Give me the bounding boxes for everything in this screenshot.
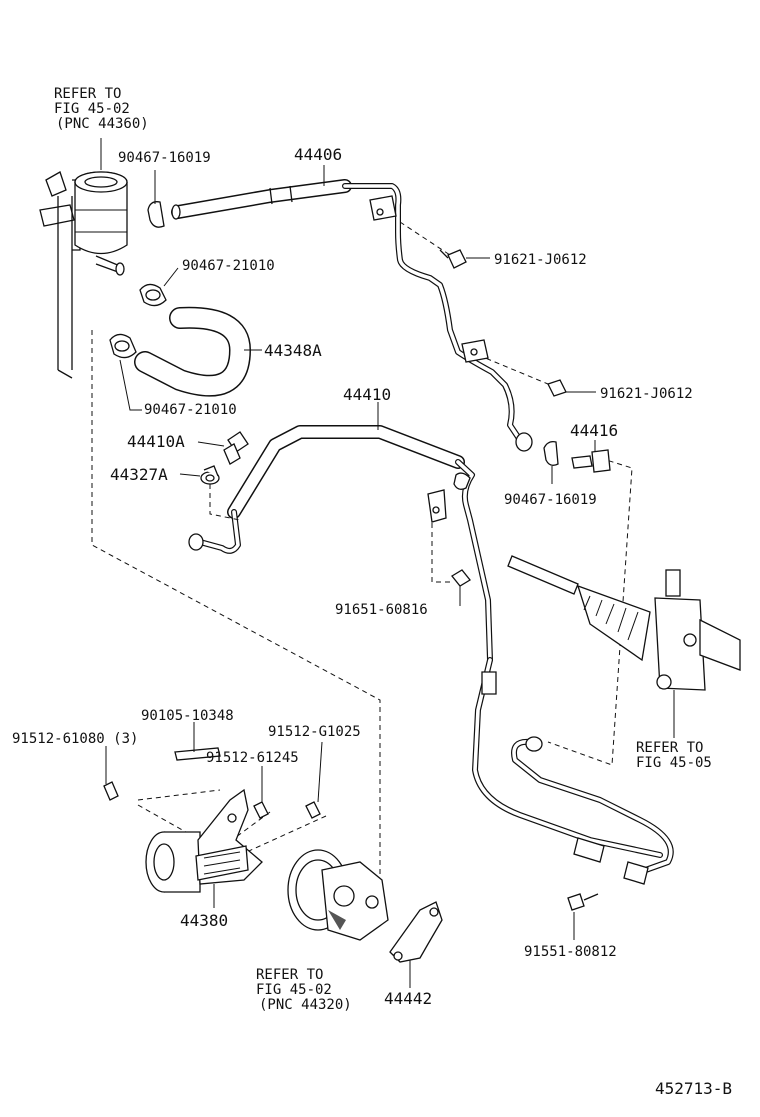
bolt-91621-J0612-upper [439, 249, 490, 269]
label-bolt-91551-80812: 91551-80812 [524, 944, 617, 960]
clamp-90467-21010-lower [109, 333, 142, 411]
return-pipe [472, 657, 674, 885]
label-hose-44406: 44406 [294, 145, 342, 164]
label-clamp-90467-16019-left: 90467-16019 [118, 150, 211, 166]
reservoir-assembly [39, 138, 128, 379]
label-bracket-44380: 44380 [180, 911, 228, 930]
power-steering-pump [287, 849, 389, 941]
label-bolt-91512-61080: 91512-61080 (3) [12, 731, 138, 747]
bolt-91551-80812 [567, 893, 599, 940]
bolt-91651-60816 [451, 569, 471, 606]
label-gasket-44327A: 44327A [110, 465, 168, 484]
pump-reference: REFER TO FIG 45-02 (PNC 44320) [256, 967, 352, 1013]
bolt-91621-J0612-mid [547, 379, 596, 397]
steering-gear [507, 555, 741, 738]
label-hose-44410: 44410 [343, 385, 391, 404]
union-bolt-44410A [197, 431, 249, 465]
label-bolt-91651-60816: 91651-60816 [335, 602, 428, 618]
bracket-44380 [145, 788, 263, 908]
bracket-44442 [389, 901, 443, 988]
label-bolt-90105-10348: 90105-10348 [141, 708, 234, 724]
label-bolt-91512-G1025: 91512-G1025 [268, 724, 361, 740]
label-clamp-90467-16019-right: 90467-16019 [504, 492, 597, 508]
hose-44406 [171, 165, 533, 452]
bolt-90105-10348 [174, 722, 221, 761]
label-clamp-90467-21010-lower: 90467-21010 [144, 402, 237, 418]
figure-id: 452713-B [655, 1079, 732, 1098]
hose-44348A [134, 306, 262, 397]
bolt-91512-61245 [253, 766, 269, 819]
gasket-44327A [179, 465, 241, 521]
hose-44410 [188, 402, 493, 663]
label-bolt-91512-61245: 91512-61245 [206, 750, 299, 766]
clamp-90467-21010-upper [139, 267, 179, 307]
label-union-44410A: 44410A [127, 432, 185, 451]
reservoir-ref-line2: FIG 45-02 [54, 101, 130, 117]
reservoir-reference: REFER TO FIG 45-02 (PNC 44360) [54, 86, 149, 132]
union-44416 [571, 440, 611, 473]
pump-ref-line3: (PNC 44320) [259, 997, 352, 1013]
label-union-44416: 44416 [570, 421, 618, 440]
reservoir-ref-line1: REFER TO [54, 86, 121, 102]
clamp-90467-16019-left [147, 170, 165, 228]
label-hose-44348A: 44348A [264, 341, 322, 360]
label-clamp-90467-21010-upper: 90467-21010 [182, 258, 275, 274]
bolt-91512-G1025 [305, 741, 323, 819]
label-bolt-91621-J0612-upper: 91621-J0612 [494, 252, 587, 268]
clamp-90467-16019-right [543, 440, 559, 484]
pump-ref-line2: FIG 45-02 [256, 982, 332, 998]
label-bracket-44442: 44442 [384, 989, 432, 1008]
gear-ref-line1: REFER TO [636, 740, 703, 756]
pump-ref-line1: REFER TO [256, 967, 323, 983]
label-bolt-91621-J0612-mid: 91621-J0612 [600, 386, 693, 402]
bolt-91512-61080 [103, 746, 119, 801]
gear-reference: REFER TO FIG 45-05 [636, 740, 712, 771]
gear-ref-line2: FIG 45-05 [636, 755, 712, 771]
reservoir-ref-line3: (PNC 44360) [56, 116, 149, 132]
